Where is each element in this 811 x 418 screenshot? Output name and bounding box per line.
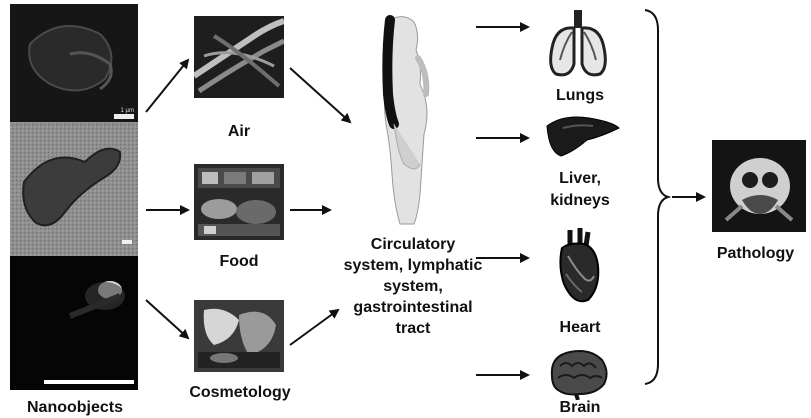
organs-brace [645, 10, 668, 384]
arrow-cosmetology-to-body [290, 310, 338, 345]
arrow-nanoobjects-to-air [146, 60, 188, 112]
arrow-nanoobjects-to-cosmetology [146, 300, 188, 338]
arrow-air-to-body [290, 68, 350, 122]
